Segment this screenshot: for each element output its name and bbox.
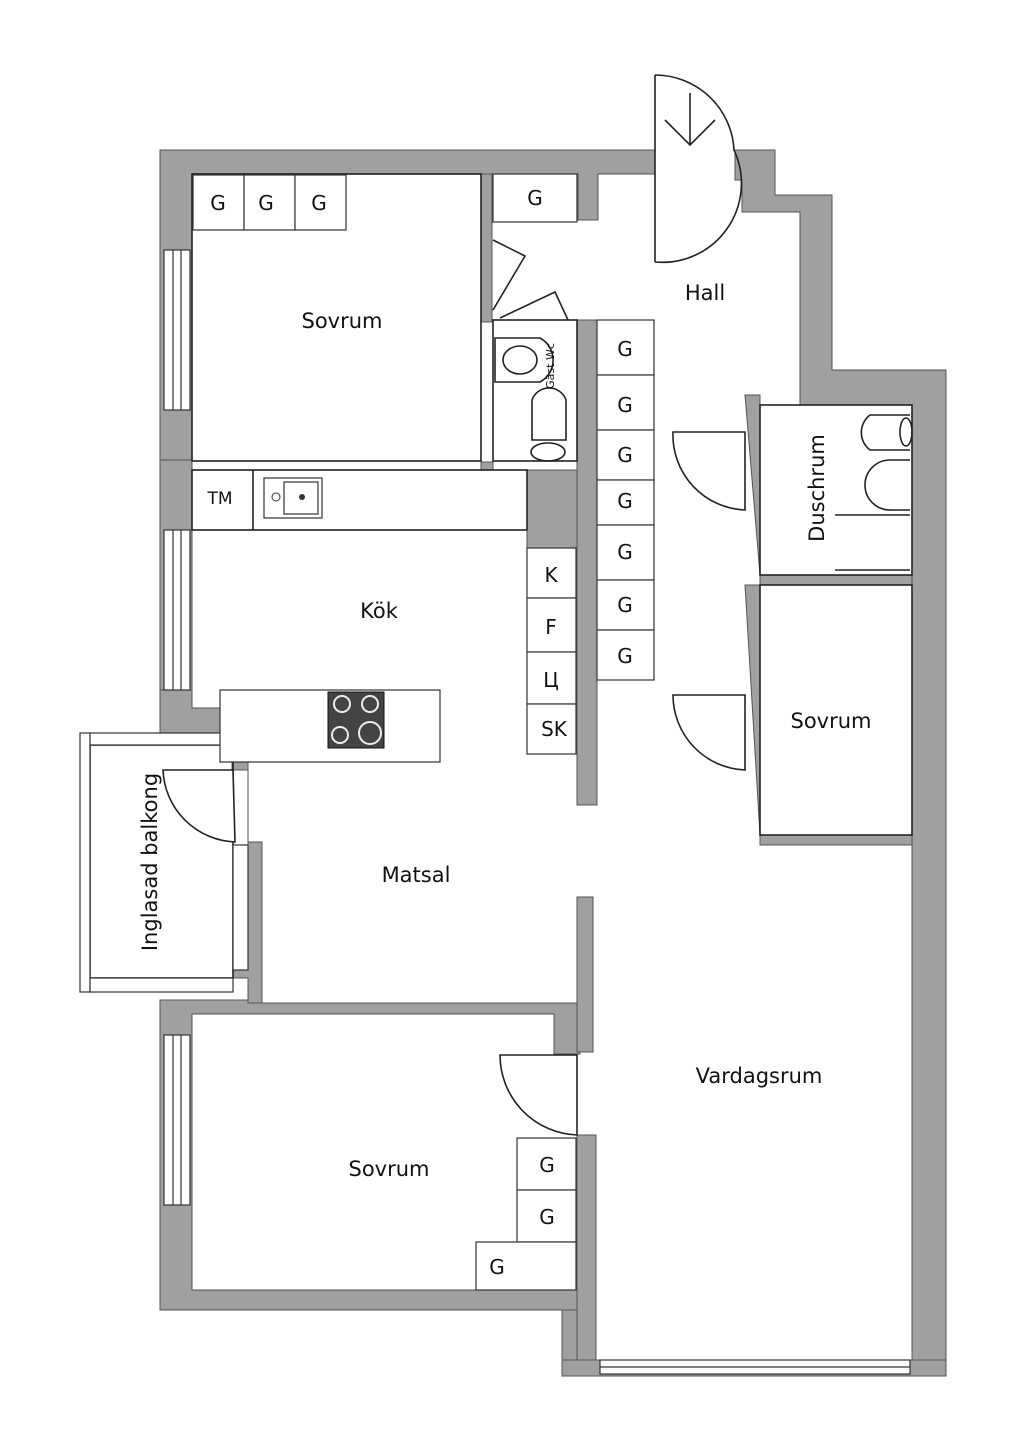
room-label-duschrum: Duschrum bbox=[805, 434, 829, 542]
room-label-sovrum-right: Sovrum bbox=[790, 709, 871, 733]
wardrobe-label: G bbox=[617, 337, 633, 361]
wardrobe-label: G bbox=[258, 191, 274, 215]
wardrobe-label: G bbox=[527, 186, 543, 210]
wardrobe-label: G bbox=[489, 1255, 505, 1279]
bath-fixtures bbox=[494, 337, 913, 571]
room-label-vardagsrum: Vardagsrum bbox=[696, 1064, 823, 1088]
fridge-label: K bbox=[544, 563, 558, 587]
wardrobe-label: G bbox=[539, 1205, 555, 1229]
room-label-matsal: Matsal bbox=[382, 863, 451, 887]
kitchen-fixtures bbox=[219, 470, 441, 763]
wardrobe-label: G bbox=[617, 644, 633, 668]
wardrobe-label: G bbox=[210, 191, 226, 215]
room-label-balkong: Inglasad balkong bbox=[138, 773, 162, 951]
room-label-hall: Hall bbox=[685, 281, 725, 305]
wardrobe-label: G bbox=[617, 443, 633, 467]
wardrobe-label: G bbox=[617, 540, 633, 564]
storage-label: SK bbox=[541, 717, 568, 741]
dishwasher-label: TM bbox=[206, 489, 232, 509]
room-label-sovrum-bottom: Sovrum bbox=[348, 1157, 429, 1181]
room-label-sovrum-top: Sovrum bbox=[301, 309, 382, 333]
windows bbox=[79, 249, 911, 1375]
freezer-label: F bbox=[545, 615, 557, 639]
oven-label: Ц bbox=[543, 668, 559, 692]
wardrobe-label: G bbox=[617, 593, 633, 617]
wardrobe-label: G bbox=[311, 191, 327, 215]
wardrobe-label: G bbox=[617, 489, 633, 513]
fixture-labels: G G G G G G G G G G G G G G TM K F Ц SK bbox=[206, 186, 632, 1279]
doors bbox=[162, 74, 746, 1136]
wardrobe-label: G bbox=[539, 1153, 555, 1177]
storage-units bbox=[192, 173, 655, 1291]
room-label-kok: Kök bbox=[360, 599, 399, 623]
room-label-gast-wc: Gäst Wc bbox=[544, 343, 557, 389]
wardrobe-label: G bbox=[617, 393, 633, 417]
